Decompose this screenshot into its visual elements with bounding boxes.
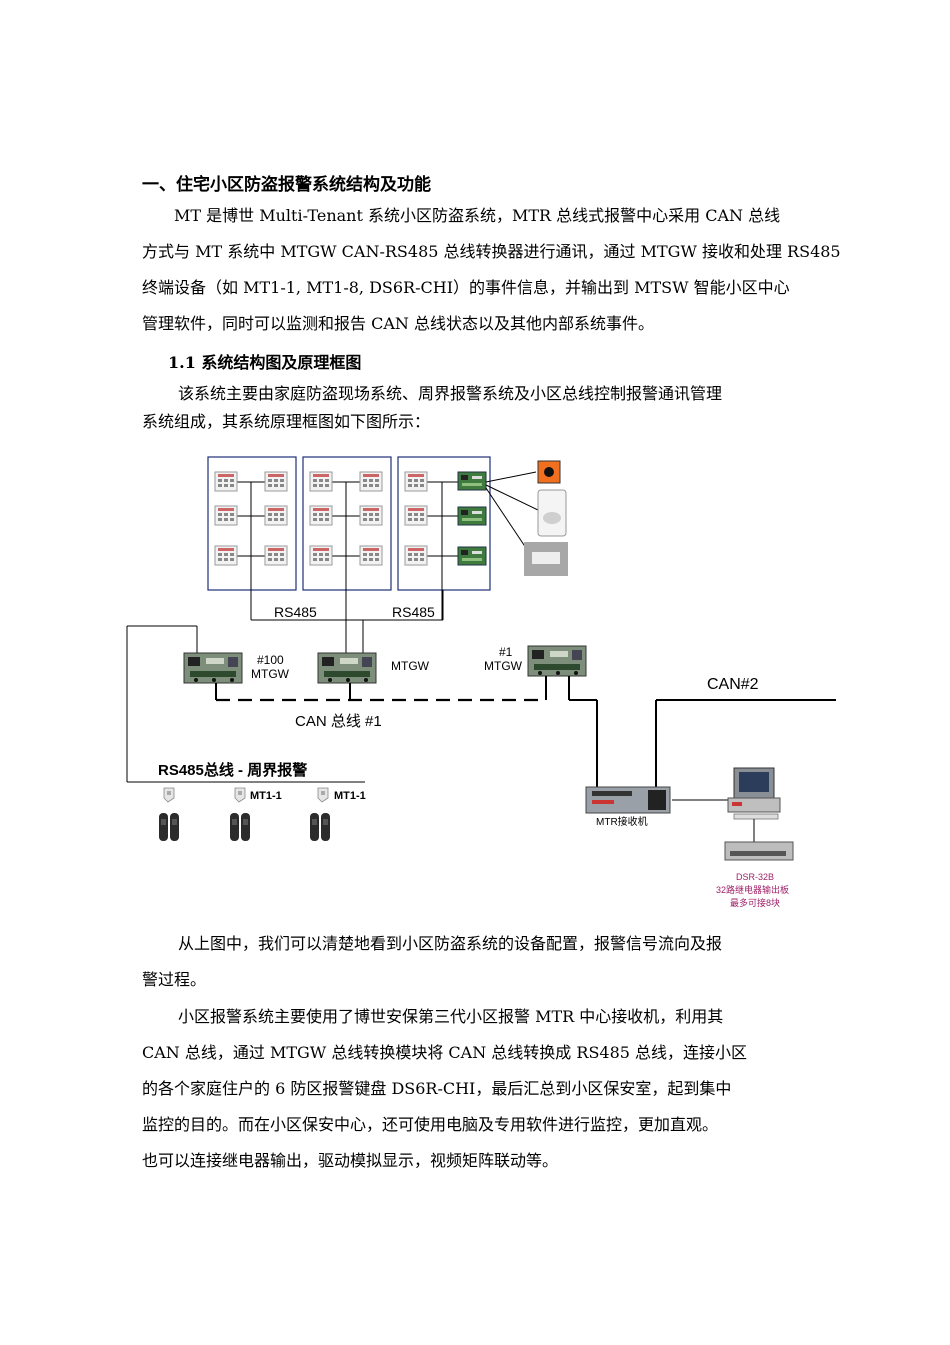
mtgw-1-icon (527, 645, 587, 677)
mtgw100-name: MTGW (251, 667, 290, 681)
mt11-b-label: MT1-1 (334, 790, 366, 802)
mtgw1-name: MTGW (484, 659, 523, 673)
intro-line-3: 终端设备（如 MT1-1, MT1-8, DS6R-CHI）的事件信息，并输出到… (142, 278, 790, 297)
para2-line-3: 的各个家庭住户的 6 防区报警键盘 DS6R-CHI，最后汇总到小区保安室，起到… (142, 1079, 732, 1098)
perimeter-label: RS485总线 - 周界报警 (158, 761, 307, 779)
keypad-icon (309, 545, 333, 566)
subsection-title: 1.1 系统结构图及原理框图 (168, 353, 362, 372)
mtgw1-number: #1 (499, 645, 513, 659)
keypad-icon (309, 505, 333, 526)
intro-line-2: 方式与 MT 系统中 MTGW CAN-RS485 总线转换器进行通讯，通过 M… (142, 242, 841, 261)
dsr-desc-2: 最多可接8块 (730, 897, 780, 908)
intro-paragraph: MT 是博世 Multi-Tenant 系统小区防盗系统，MTR 总线式报警中心… (142, 198, 841, 342)
desc-line-2: 系统组成，其系统原理框图如下图所示： (142, 412, 431, 431)
bracket-icon (317, 787, 329, 803)
keypad-icon (214, 545, 238, 566)
intro-line-4: 管理软件，同时可以监测和报告 CAN 总线状态以及其他内部系统事件。 (142, 314, 654, 333)
keypad-icon (359, 505, 383, 526)
home-group-3-frame (397, 456, 491, 591)
keypad-icon (359, 545, 383, 566)
para2-line-5: 也可以连接继电器输出，驱动模拟显示，视频矩阵联动等。 (142, 1151, 559, 1170)
keypad-icon (214, 471, 238, 492)
keypad-icon (404, 471, 428, 492)
home-group-3-devices (404, 471, 487, 620)
emergency-button-icon (537, 460, 561, 484)
beam-detector-icon (230, 813, 250, 841)
keypad-icon (264, 545, 288, 566)
home-group-1-frame (207, 456, 297, 591)
mtgw-100-icon (183, 652, 243, 684)
bracket-icon (163, 787, 175, 803)
para1-line-2: 警过程。 (142, 970, 207, 989)
home-group-2-frame (302, 456, 392, 591)
mtgw-mid-icon (317, 652, 377, 684)
relay-board-icon (724, 841, 794, 861)
para2-line-2: CAN 总线，通过 MTGW 总线转换模块将 CAN 总线转换成 RS485 总… (142, 1043, 748, 1062)
circuit-board-icon (457, 506, 487, 526)
keypad-icon (264, 505, 288, 526)
para1-line-1: 从上图中，我们可以清楚地看到小区防盗系统的设备配置，报警信号流向及报 (178, 934, 723, 953)
mtr-label: MTR接收机 (596, 815, 648, 828)
keypad-icon (404, 505, 428, 526)
can2-label: CAN#2 (707, 676, 759, 693)
home-group-1-keypads (214, 471, 288, 620)
keypad-icon (359, 471, 383, 492)
computer-icon (727, 767, 781, 820)
keypad-icon (404, 545, 428, 566)
keypad-icon (264, 471, 288, 492)
bracket-icon (234, 787, 246, 803)
para2-line-1: 小区报警系统主要使用了博世安保第三代小区报警 MTR 中心接收机，利用其 (178, 1007, 724, 1026)
dsr-model: DSR-32B (736, 872, 774, 882)
keypad-icon (214, 505, 238, 526)
subsection-description: 该系统主要由家庭防盗现场系统、周界报警系统及小区总线控制报警通讯管理 系统组成，… (142, 380, 814, 436)
rs485-right-label: RS485 (392, 604, 435, 620)
system-diagram: RS485 RS485 #100 MTGW MTGW #1 MTGW CAN 总… (126, 456, 836, 908)
intro-line-1: MT 是博世 Multi-Tenant 系统小区防盗系统，MTR 总线式报警中心… (174, 206, 781, 225)
beam-detector-icon (159, 813, 179, 841)
paragraph-1: 从上图中，我们可以清楚地看到小区防盗系统的设备配置，报警信号流向及报 警过程。 (142, 926, 814, 998)
keypad-icon (309, 471, 333, 492)
dsr-desc-1: 32路继电器输出板 (716, 884, 789, 895)
circuit-board-icon (457, 471, 487, 491)
mtgw100-number: #100 (257, 653, 284, 667)
mtgw-mid-name: MTGW (391, 659, 430, 673)
rs485-left-label: RS485 (274, 604, 317, 620)
desc-line-1: 该系统主要由家庭防盗现场系统、周界报警系统及小区总线控制报警通讯管理 (178, 384, 723, 403)
mtr-receiver-icon (585, 786, 671, 814)
beam-detector-icon (310, 813, 330, 841)
section-title: 一、住宅小区防盗报警系统结构及功能 (142, 175, 431, 195)
pir-detector-icon (537, 489, 567, 537)
paragraph-2: 小区报警系统主要使用了博世安保第三代小区报警 MTR 中心接收机，利用其 CAN… (142, 999, 814, 1179)
can-bus-label: CAN 总线 #1 (295, 713, 382, 730)
para2-line-4: 监控的目的。而在小区保安中心，还可使用电脑及专用软件进行监控，更加直观。 (142, 1115, 719, 1134)
ceiling-detector-icon (524, 542, 568, 576)
mt11-a-label: MT1-1 (250, 790, 282, 802)
circuit-board-icon (457, 546, 487, 566)
